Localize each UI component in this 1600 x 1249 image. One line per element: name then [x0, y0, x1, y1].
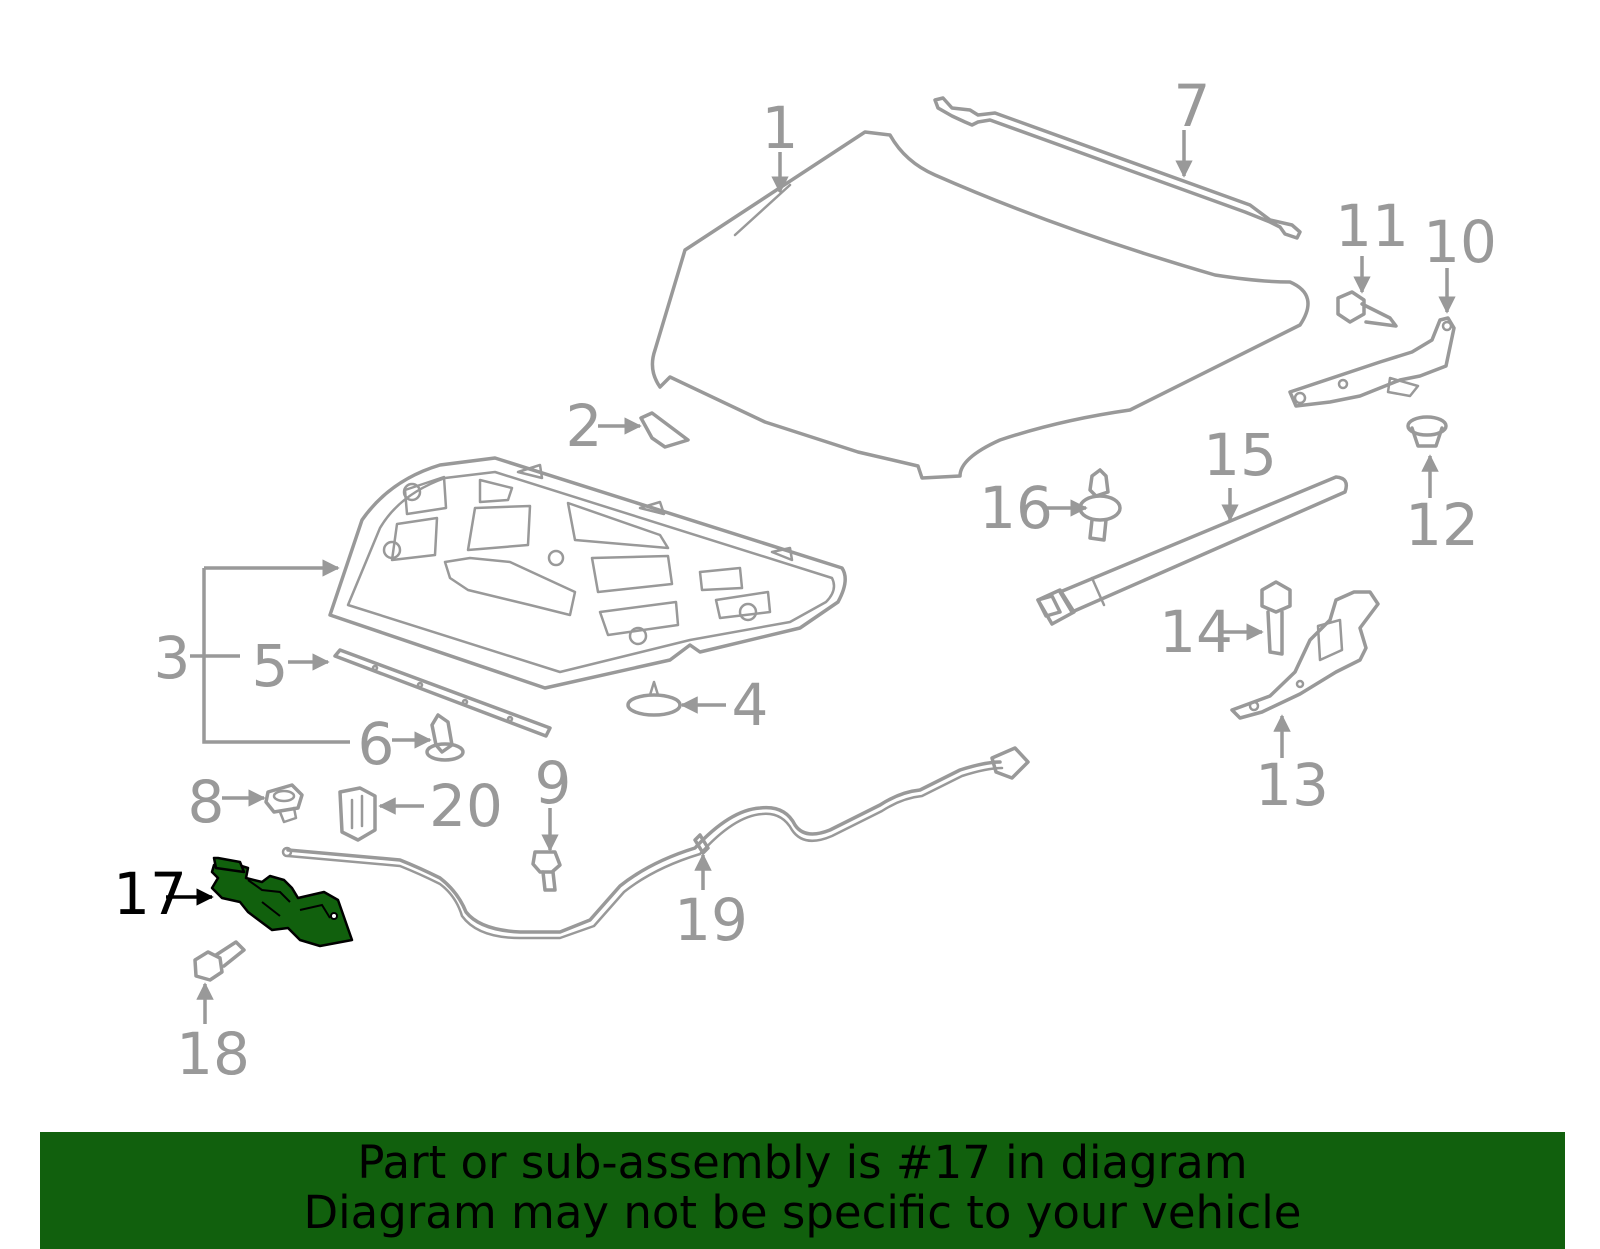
insulator-part[interactable]	[328, 456, 847, 690]
callout-12[interactable]: 12	[1405, 491, 1479, 559]
callout-labels: 1 7 2 3 5 4 6 8 20 9 17 19 18 16 15 11 1…	[113, 72, 1497, 1088]
ball-stud-part[interactable]	[1078, 468, 1122, 542]
banner-line-disclaimer: Diagram may not be specific to your vehi…	[303, 1186, 1302, 1239]
retainer-part[interactable]	[626, 680, 682, 717]
release-cable-part[interactable]	[281, 746, 1030, 940]
info-banner: Part or sub-assembly is #17 in diagram D…	[40, 1132, 1565, 1249]
bumper-part[interactable]	[639, 411, 690, 449]
callout-1[interactable]: 1	[762, 94, 799, 162]
banner-line-part-number: Part or sub-assembly is #17 in diagram	[357, 1136, 1248, 1189]
bolt-11-part[interactable]	[1336, 290, 1398, 328]
callout-19[interactable]: 19	[674, 886, 748, 954]
hinge-bracket-part[interactable]	[1230, 590, 1380, 720]
bolt-14-part[interactable]	[1260, 580, 1292, 656]
callout-4[interactable]: 4	[732, 671, 769, 739]
callout-18[interactable]: 18	[176, 1020, 250, 1088]
bumper-stop-part[interactable]	[264, 783, 304, 824]
leader-lines	[166, 130, 1456, 1024]
seal-strip-part[interactable]	[333, 648, 552, 738]
bolt-9-part[interactable]	[531, 850, 562, 892]
callout-15[interactable]: 15	[1203, 421, 1277, 489]
grommet-part[interactable]	[1406, 415, 1448, 448]
callout-8[interactable]: 8	[188, 768, 225, 836]
callout-9[interactable]: 9	[535, 749, 572, 817]
callout-13[interactable]: 13	[1255, 751, 1329, 819]
weatherstrip-part[interactable]	[933, 96, 1302, 240]
clip-part[interactable]	[338, 786, 377, 842]
callout-17[interactable]: 17	[113, 860, 187, 928]
callout-10[interactable]: 10	[1423, 208, 1497, 276]
callout-3[interactable]: 3	[154, 624, 191, 692]
callout-2[interactable]: 2	[566, 392, 603, 460]
callout-20[interactable]: 20	[429, 772, 503, 840]
callout-7[interactable]: 7	[1174, 72, 1211, 140]
hood-latch-part[interactable]	[210, 856, 354, 948]
callout-14[interactable]: 14	[1159, 598, 1233, 666]
callout-6[interactable]: 6	[358, 710, 395, 778]
hood-hinge-part[interactable]	[1288, 316, 1456, 408]
gas-strut-part[interactable]	[1036, 475, 1349, 626]
push-pin-part[interactable]	[425, 713, 465, 762]
callout-16[interactable]: 16	[979, 474, 1053, 542]
callout-5[interactable]: 5	[252, 632, 289, 700]
callout-11[interactable]: 11	[1335, 192, 1409, 260]
bolt-18-part[interactable]	[193, 940, 246, 982]
